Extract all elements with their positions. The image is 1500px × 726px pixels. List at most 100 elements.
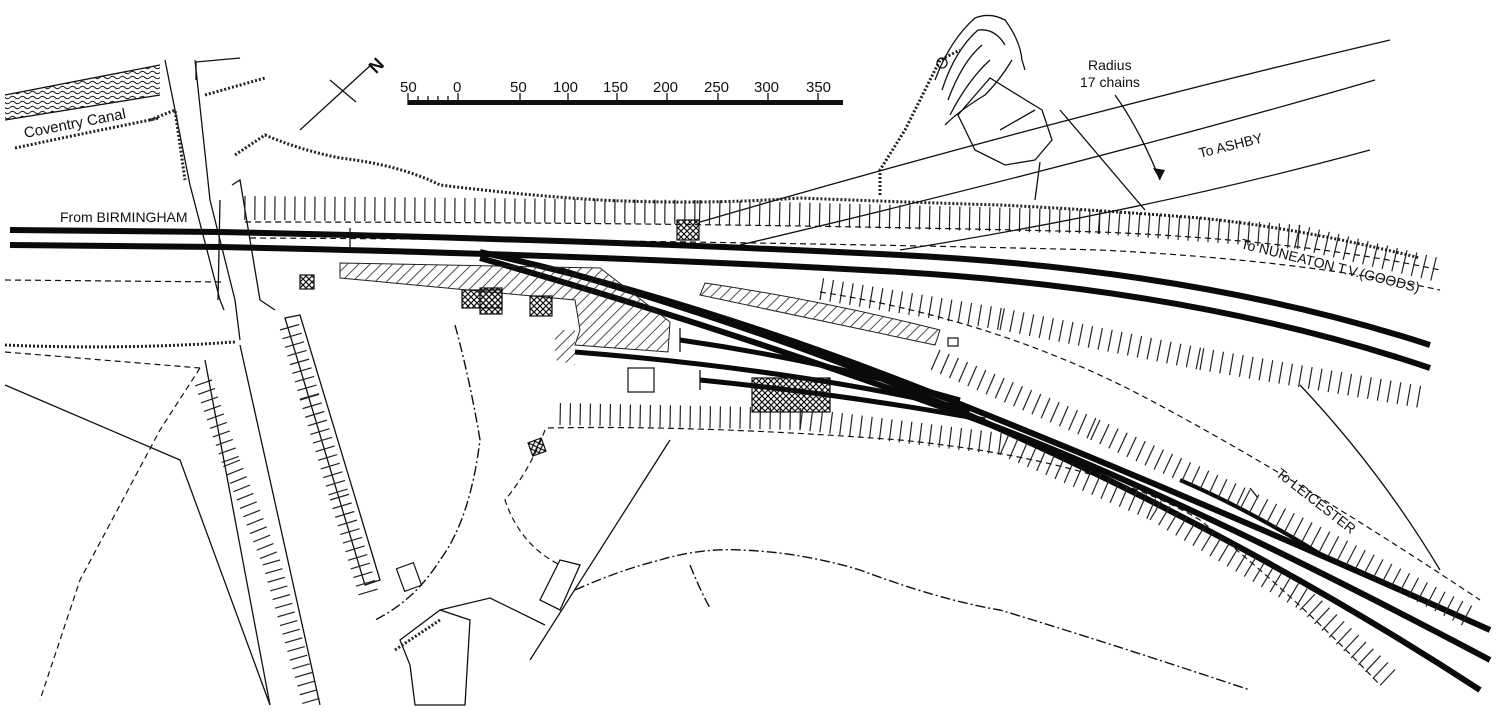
embankment-tick [809,409,814,432]
embankment-tick [1226,483,1237,504]
embankment-tick [937,297,943,320]
embankment-tick [1362,240,1369,265]
embankment-tick [353,571,373,579]
embankment-tick [1040,397,1051,419]
embankment-tick [788,202,791,227]
embankment-tick [948,206,951,231]
embankment-tick [1107,210,1111,235]
embankment-tick [334,510,355,518]
embankment-tick [1347,373,1353,396]
embankment-tick [1068,322,1074,344]
embankment-tick [320,462,341,470]
embankment-tick [1268,360,1274,383]
embankment-tick [967,365,978,387]
embankment-tick [1283,512,1295,533]
embankment-tick [1321,614,1338,631]
embankment-tick [1257,221,1261,246]
platform-main [339,262,671,353]
embankment-tick [1008,438,1019,460]
embankment-tick [350,562,371,570]
embankment-tick [976,369,987,391]
embankment-tick [829,279,835,302]
scale-tick-label: 0 [453,79,461,96]
embankment-tick [262,559,281,566]
scale-tick-label: 250 [704,79,729,96]
embankment-tick [1126,333,1133,356]
embankment-tick [342,536,363,544]
embankment-tick [1048,318,1054,340]
embankment-tick [289,654,308,661]
embankment-tick [1391,247,1398,272]
embankment-tick [1146,498,1157,519]
embankment-tick [1297,365,1303,388]
embankment-tick [200,396,219,404]
embankment-tick [1175,343,1182,366]
embankment-tick [1267,222,1271,247]
embankment-tick [718,200,721,225]
embankment-tick [738,200,741,226]
embankment-tick [758,201,761,226]
embankment-tick [908,421,913,444]
embankment-tick [967,302,973,325]
embankment-tick [1410,252,1418,277]
embankment-tick [818,202,821,228]
embankment-tick [1337,372,1343,394]
embankment-tick [277,611,295,618]
embankment-tick [297,680,315,687]
embankment-tick [1301,522,1313,543]
embankment-tick [1416,385,1422,408]
embankment-tick [218,447,236,455]
cutting-hatch-south [547,291,1481,686]
embankment-tick [1396,382,1402,405]
embankment-tick [1038,208,1041,233]
embankment-tick [1199,348,1205,371]
embankment-tick [1158,505,1171,526]
embankment-tick [1407,577,1419,598]
embankment-tick [948,357,959,379]
embankment-tick [918,294,923,317]
embankment-tick [988,207,991,232]
embankment-tick [996,307,1002,330]
embankment-tick [307,419,328,427]
embankment-tick [1257,498,1269,520]
embankment-tick [1177,215,1181,240]
embankment-tick [1058,320,1064,342]
building-station-2 [479,287,503,315]
embankment-tick [1013,385,1024,407]
embankment-tick [808,202,811,227]
embankment-tick [1365,655,1382,673]
embankment-tick [728,200,731,225]
embankment-tick [1028,314,1035,337]
embankment-tick [968,429,973,452]
scale-bar [407,93,843,105]
building-goods-shed [751,377,831,413]
embankment-tick [1350,641,1367,659]
platforms [339,262,941,365]
embankment-tick [317,454,338,461]
embankment-tick [1343,634,1360,652]
embankment-tick [1209,349,1215,372]
embankment-tick [1003,381,1014,403]
embankment-tick [958,361,969,383]
embankment-tick [239,501,257,510]
embankment-tick [1292,517,1304,538]
embankment-tick [1420,254,1428,279]
embankment-tick [1198,470,1210,491]
embankment-tick [1425,586,1437,607]
embankment-tick [848,283,854,306]
embankment-tick [1400,250,1408,274]
embankment-tick [1100,478,1111,499]
embankment-tick [1048,208,1051,233]
embankment-tick [958,206,961,231]
embankment-tick [1416,582,1428,603]
embankment-tick [888,419,893,442]
embankment-ticks-north [244,195,1437,408]
embankment-tick [325,479,346,487]
embankment-tick [908,292,913,315]
embankment-tick [246,517,264,526]
platform-island [699,282,941,346]
embankment-tick [997,432,1002,455]
embankment-tick [1127,212,1131,237]
embankment-tick [229,476,247,484]
embankment-tick [1054,458,1065,480]
